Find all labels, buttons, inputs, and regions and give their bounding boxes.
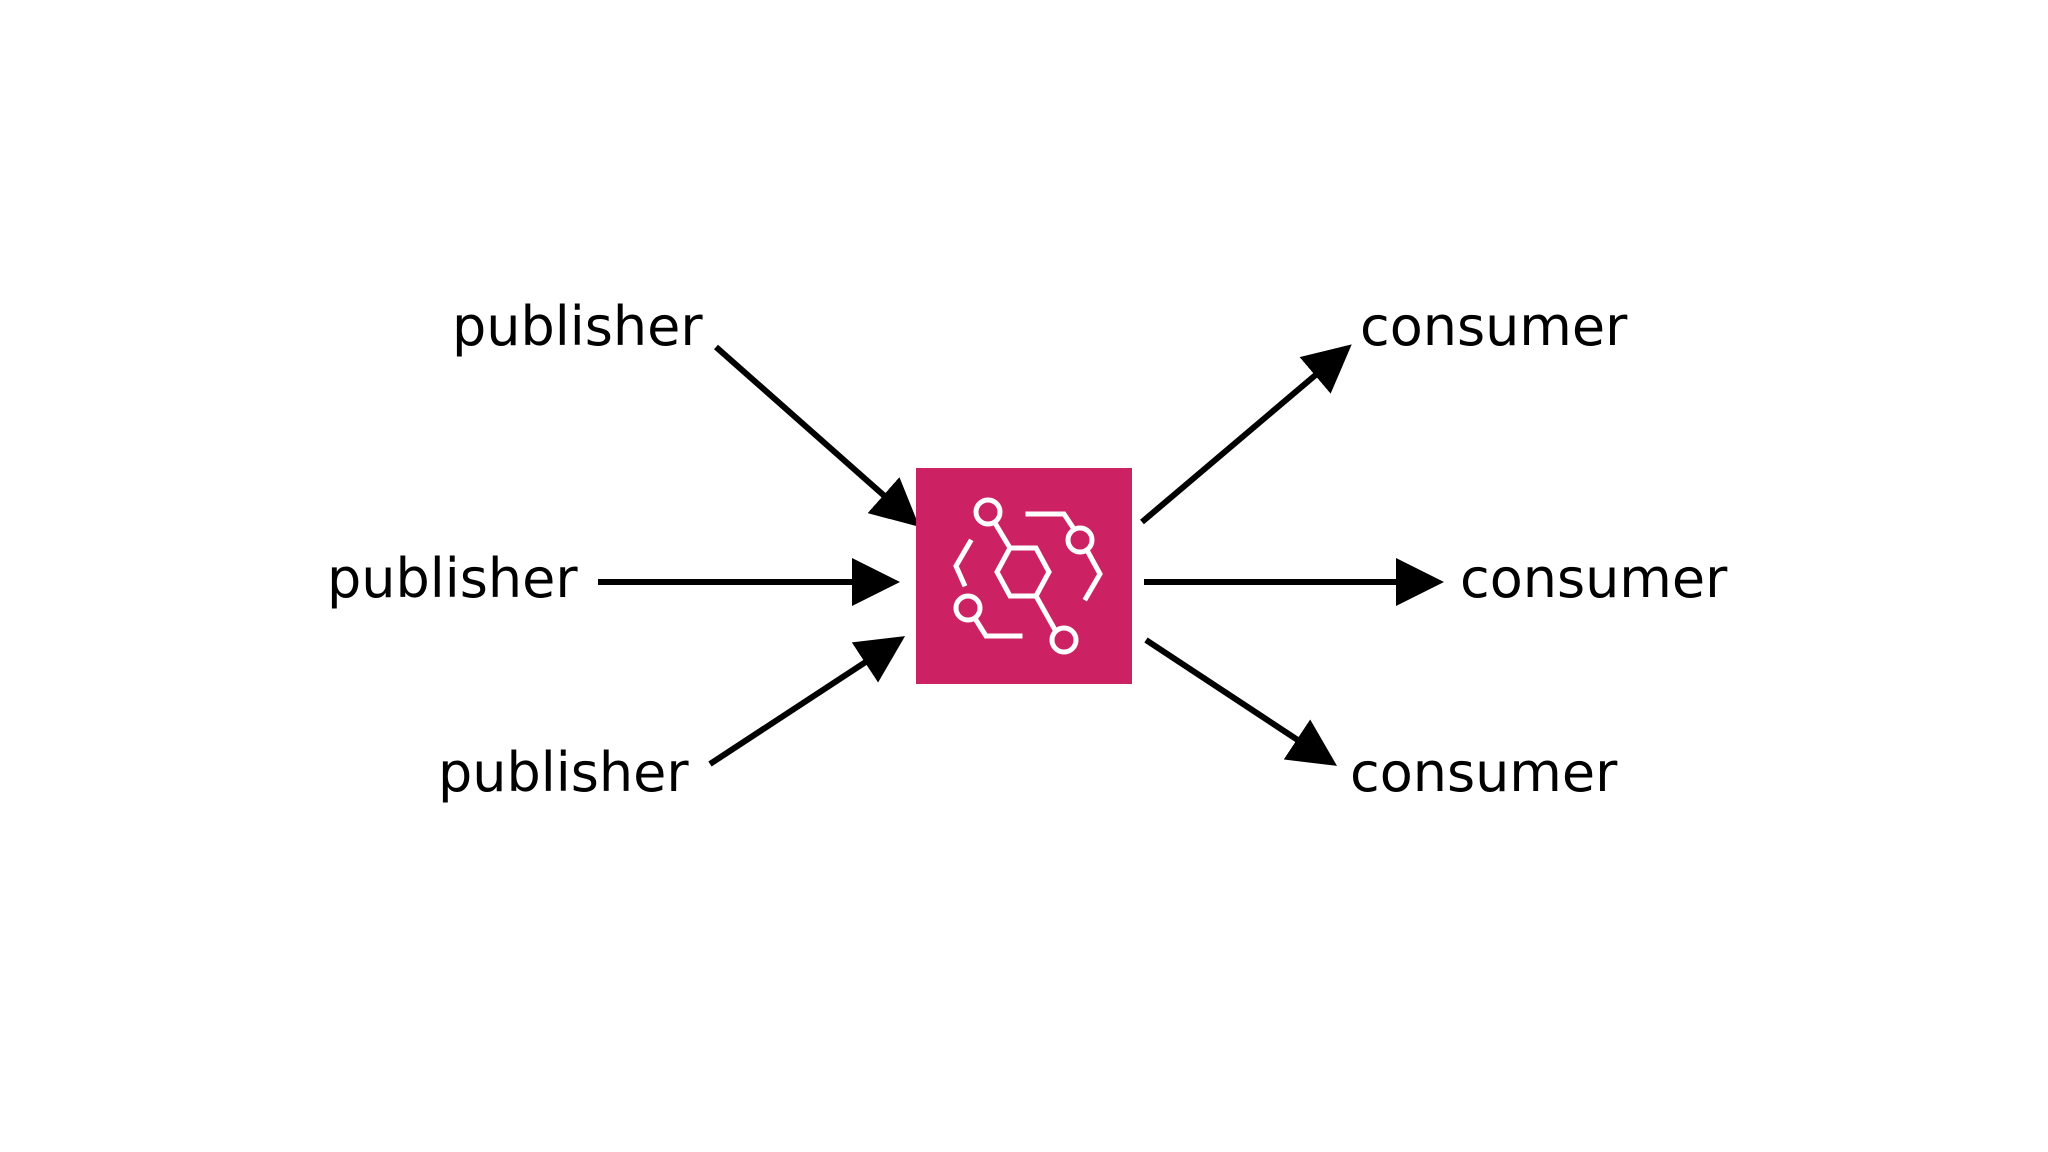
- arrow-hub-to-consumer-1: [1140, 344, 1352, 525]
- consumer-label-1: consumer: [1360, 295, 1628, 358]
- publisher-label-3: publisher: [438, 741, 689, 804]
- consumer-label-2: consumer: [1460, 547, 1728, 610]
- arrow-hub-to-consumer-3: [1144, 637, 1338, 766]
- consumer-label-3: consumer: [1350, 741, 1618, 804]
- publisher-label-1: publisher: [452, 295, 703, 358]
- arrow-publisher-3-to-hub: [708, 636, 906, 767]
- event-bus-icon: [916, 468, 1132, 684]
- arrow-publisher-1-to-hub: [714, 344, 920, 527]
- publisher-label-2: publisher: [327, 547, 578, 610]
